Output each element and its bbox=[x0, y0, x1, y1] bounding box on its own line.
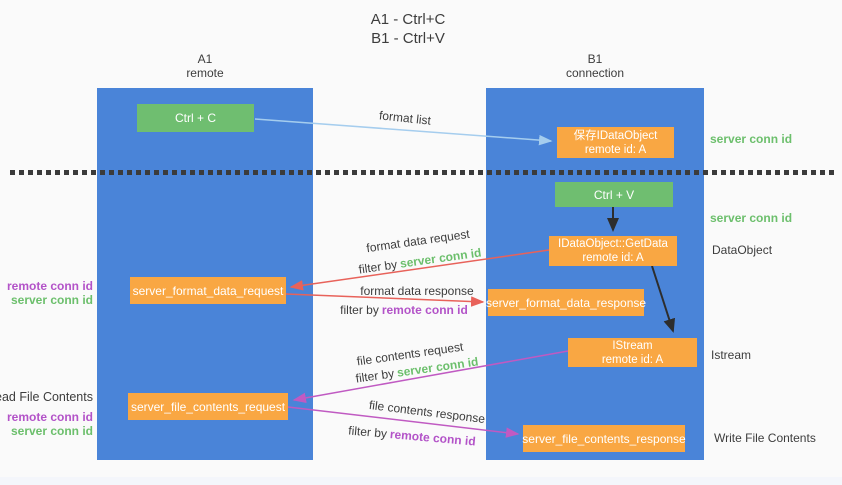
node-getdata-line2: remote id: A bbox=[582, 252, 644, 264]
label-format-data-response: format data response bbox=[360, 284, 474, 298]
annotation-istream: Istream bbox=[711, 348, 752, 362]
annotation-server-conn-id-mid: server conn id bbox=[710, 211, 793, 225]
label-file-contents-response: file contents response bbox=[368, 397, 486, 427]
filter-by-text: filter by bbox=[354, 366, 396, 386]
lifeline-a1-role: remote bbox=[186, 66, 224, 80]
diagram-title: A1 - Ctrl+C B1 - Ctrl+V bbox=[0, 10, 816, 48]
annotation-write-file-contents: Write File Contents bbox=[714, 431, 816, 445]
annotation-dataobject: DataObject bbox=[712, 243, 773, 257]
filter-by-text: filter by bbox=[347, 423, 388, 441]
annotation-read-file-contents: Read File Contents bbox=[0, 390, 93, 404]
remote-conn-id-text: remote conn id bbox=[381, 303, 468, 317]
lifeline-b1-name: B1 bbox=[587, 52, 603, 66]
node-server-file-contents-response-label: server_file_contents_response bbox=[522, 431, 686, 446]
node-server-file-contents-request: server_file_contents_request bbox=[128, 393, 288, 420]
node-getdata: IDataObject::GetData remote id: A bbox=[549, 236, 677, 266]
lifeline-header-a1: A1 remote bbox=[97, 52, 313, 80]
annotation-remote-conn-id-format: remote conn id bbox=[6, 279, 93, 293]
annotation-server-conn-id-format: server conn id bbox=[10, 293, 93, 307]
remote-conn-id-text: remote conn id bbox=[389, 427, 477, 449]
title-line-1: A1 - Ctrl+C bbox=[370, 11, 446, 28]
node-istream: IStream remote id: A bbox=[568, 338, 697, 367]
node-ctrl-c: Ctrl + C bbox=[137, 104, 254, 132]
node-server-format-data-response: server_format_data_response bbox=[485, 289, 647, 316]
bottom-strip bbox=[0, 477, 842, 485]
node-server-format-data-request-label: server_format_data_request bbox=[132, 283, 284, 298]
node-getdata-line1: IDataObject::GetData bbox=[558, 238, 668, 250]
dotted-divider bbox=[10, 170, 838, 175]
node-save-dataobject-line2: remote id: A bbox=[584, 143, 647, 156]
label-format-list: format list bbox=[378, 108, 432, 128]
node-istream-line2: remote id: A bbox=[601, 353, 664, 366]
filter-by-text: filter by bbox=[357, 257, 399, 277]
filter-by-text: filter by bbox=[340, 303, 379, 317]
node-server-file-contents-response: server_file_contents_response bbox=[522, 425, 686, 452]
node-ctrl-v-label: Ctrl + V bbox=[593, 187, 635, 202]
annotation-remote-conn-id-file: remote conn id bbox=[6, 410, 93, 424]
title-line-2: B1 - Ctrl+V bbox=[371, 30, 445, 47]
annotation-server-conn-id-top: server conn id bbox=[710, 132, 793, 146]
node-save-dataobject: 保存IDataObject remote id: A bbox=[557, 127, 674, 158]
server-conn-id-text: server conn id bbox=[399, 245, 483, 271]
node-ctrl-c-label: Ctrl + C bbox=[174, 111, 216, 125]
node-server-file-contents-request-label: server_file_contents_request bbox=[130, 399, 286, 414]
lifeline-header-b1: B1 connection bbox=[486, 52, 704, 80]
node-save-dataobject-line1: 保存IDataObject bbox=[573, 129, 658, 142]
node-server-format-data-response-label: server_format_data_response bbox=[485, 295, 647, 310]
node-server-format-data-request: server_format_data_request bbox=[130, 277, 286, 304]
lifeline-a1-name: A1 bbox=[197, 52, 213, 66]
node-ctrl-v: Ctrl + V bbox=[555, 182, 673, 207]
annotation-server-conn-id-file: server conn id bbox=[10, 424, 93, 438]
lifeline-b1-role: connection bbox=[565, 66, 625, 80]
node-istream-line1: IStream bbox=[612, 339, 653, 352]
